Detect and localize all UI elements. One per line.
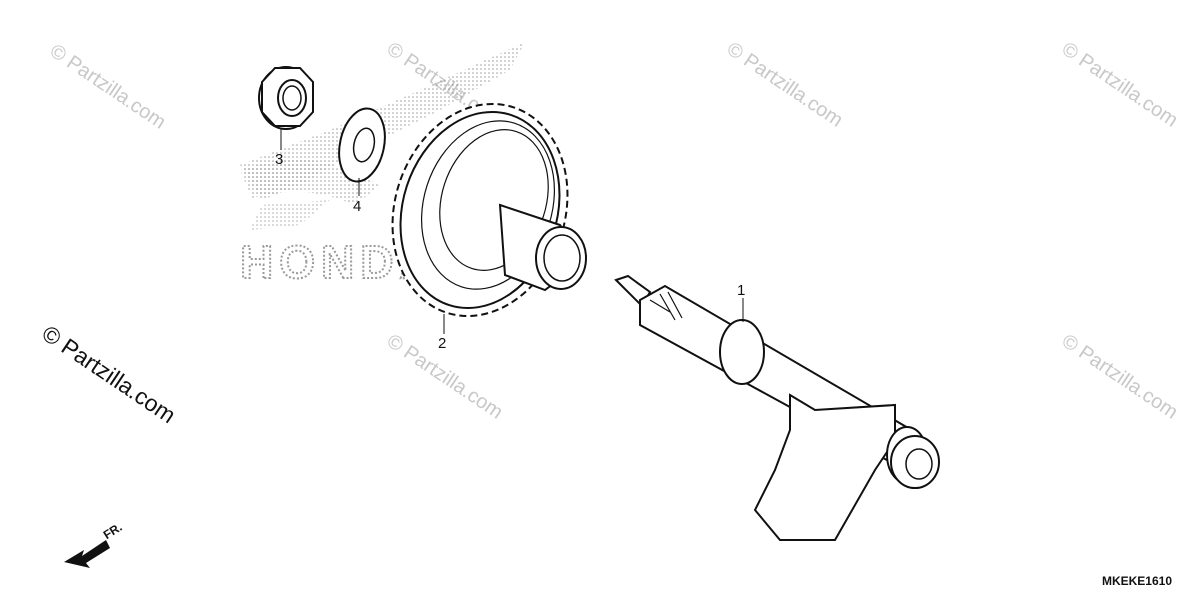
front-arrow-icon bbox=[64, 540, 110, 568]
flange-nut-part bbox=[258, 66, 314, 130]
callout-3: 3 bbox=[275, 151, 284, 168]
callout-2: 2 bbox=[438, 335, 447, 352]
washer-part bbox=[338, 107, 386, 183]
callout-4: 4 bbox=[353, 198, 362, 215]
spindle-part bbox=[614, 274, 940, 541]
callout-1: 1 bbox=[737, 282, 746, 299]
idle-gear-part bbox=[391, 102, 587, 318]
diagram-code: MKEKE1610 bbox=[1101, 574, 1172, 588]
